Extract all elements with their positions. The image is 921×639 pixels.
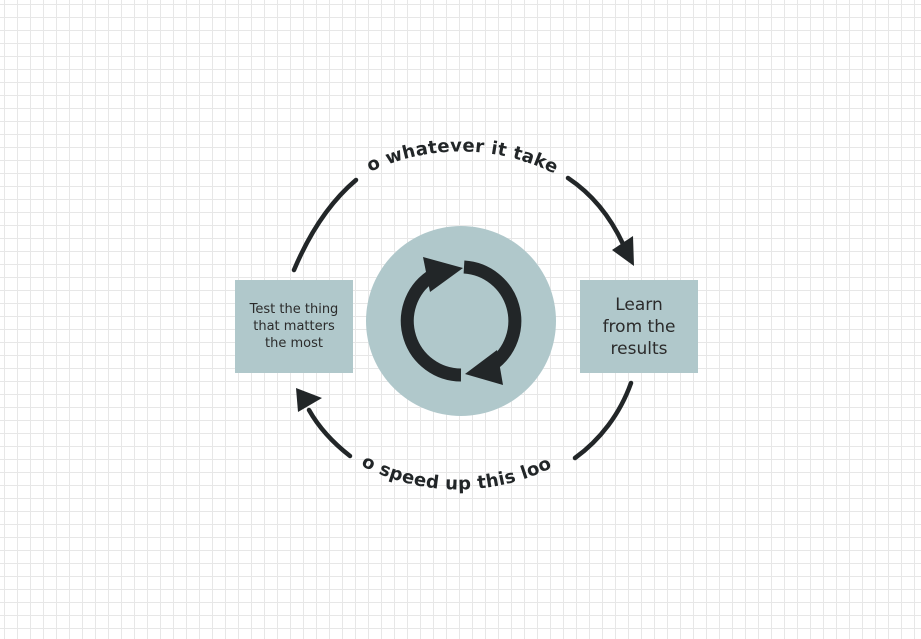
- bottom-left-arrowhead: [296, 388, 322, 412]
- left-box-bg: [235, 280, 353, 373]
- right-box: Learn from the results: [580, 280, 698, 373]
- cycle-arrowhead-top: [423, 257, 463, 292]
- bottom-left-arc: [306, 407, 353, 459]
- refresh-cycle-icon: [400, 257, 522, 385]
- right-box-bg: [580, 280, 698, 373]
- top-arc-label: Do whatever it takes: [0, 0, 562, 178]
- bottom-right-arc: [572, 380, 634, 461]
- top-left-arc: [291, 177, 359, 273]
- center-circle: [366, 226, 556, 416]
- top-right-arrowhead: [612, 236, 634, 266]
- top-right-arc: [565, 175, 626, 247]
- cycle-arrowhead-bottom: [465, 350, 503, 385]
- cycle-arc-right: [463, 260, 522, 371]
- left-box: Test the thing that matters the most: [235, 280, 353, 373]
- cycle-arc-left: [400, 271, 462, 382]
- top-arc-label-path: Do whatever it takes: [0, 0, 561, 178]
- left-box-text: Test the thing that matters the most: [249, 302, 339, 351]
- right-box-text: Learn from the results: [602, 294, 676, 359]
